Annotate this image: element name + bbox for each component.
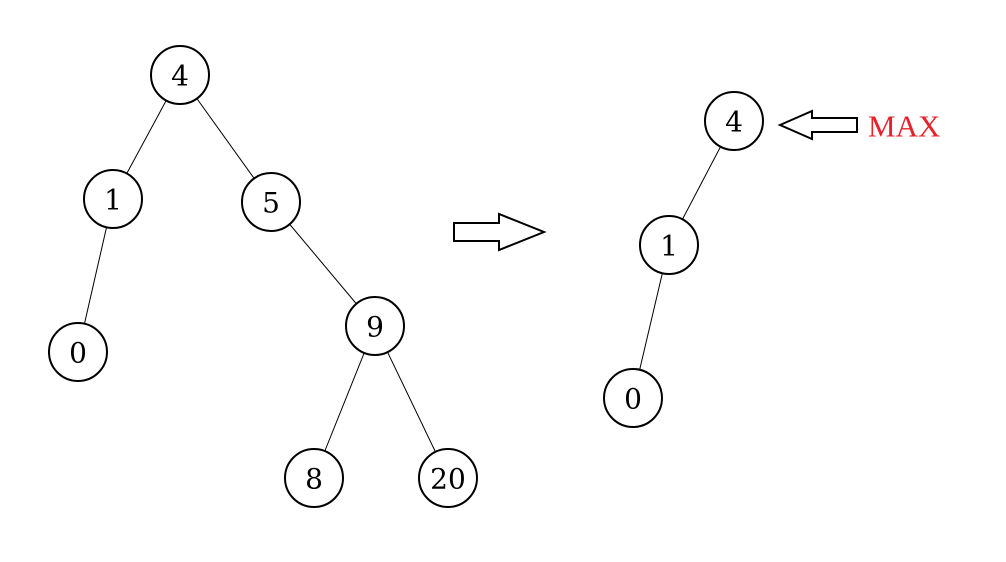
left-tree-node-8: 8 (284, 448, 344, 508)
max-label: MAX (868, 109, 940, 144)
left-tree-node-20: 20 (418, 448, 478, 508)
right-tree-node-circle (704, 91, 764, 151)
right-tree-node-label: 0 (624, 383, 642, 416)
left-tree-node-label: 5 (262, 187, 280, 220)
left-tree-node-9: 9 (345, 296, 405, 356)
left-tree-node-4: 4 (150, 45, 210, 105)
right-tree-node-label: 1 (660, 230, 678, 263)
left-tree-node-label: 20 (430, 463, 466, 496)
left-tree-node-circle (345, 296, 405, 356)
left-tree-node-circle (150, 45, 210, 105)
left-tree-node-label: 8 (305, 463, 323, 496)
left-tree-node-1: 1 (83, 169, 143, 229)
left-tree-node-circle (48, 322, 108, 382)
left-tree-node-label: 1 (104, 184, 122, 217)
right-tree-node-1: 1 (639, 215, 699, 275)
left-tree-node-circle (418, 448, 478, 508)
left-tree-node-circle (83, 169, 143, 229)
left-tree-node-label: 9 (366, 311, 384, 344)
right-tree-node-circle (639, 215, 699, 275)
left-tree-node-0: 0 (48, 322, 108, 382)
max-pointer-arrow-icon (777, 109, 858, 141)
left-tree-node-5: 5 (241, 172, 301, 232)
right-tree-node-0: 0 (603, 368, 663, 428)
left-tree-node-label: 0 (69, 337, 87, 370)
left-tree-node-circle (284, 448, 344, 508)
left-tree-node-label: 4 (171, 60, 189, 93)
transform-arrow-icon (453, 212, 547, 252)
right-tree-node-label: 4 (725, 106, 743, 139)
nodes-layer: 4 1 5 0 9 8 20 4 1 0 (48, 45, 764, 508)
left-tree-node-circle (241, 172, 301, 232)
right-tree-node-circle (603, 368, 663, 428)
right-tree-node-4: 4 (704, 91, 764, 151)
